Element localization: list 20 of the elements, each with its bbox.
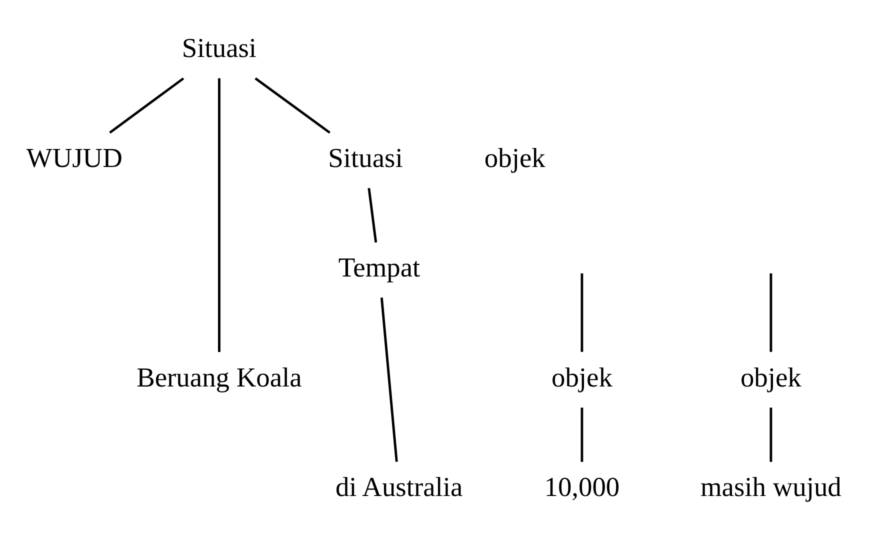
connector xyxy=(770,272,772,352)
node-text: objek xyxy=(484,142,546,172)
node-text: WUJUD xyxy=(26,142,122,172)
node-text: objek xyxy=(740,362,802,392)
connector xyxy=(580,272,584,352)
connector xyxy=(218,78,220,352)
connector xyxy=(380,297,398,462)
connector xyxy=(770,407,772,462)
connector xyxy=(109,76,184,134)
node-text: objek xyxy=(551,362,612,392)
node-text: di Australia xyxy=(335,472,463,502)
connector xyxy=(254,76,330,134)
node-text: Situasi xyxy=(182,32,257,63)
connector xyxy=(368,188,378,242)
node-text: Situasi xyxy=(328,142,403,172)
node-text: 10,000 xyxy=(544,472,620,502)
connector xyxy=(580,407,584,462)
node-text: Tempat xyxy=(338,252,420,282)
node-text: masih wujud xyxy=(700,472,842,502)
node-text: Beruang Koala xyxy=(136,362,302,392)
